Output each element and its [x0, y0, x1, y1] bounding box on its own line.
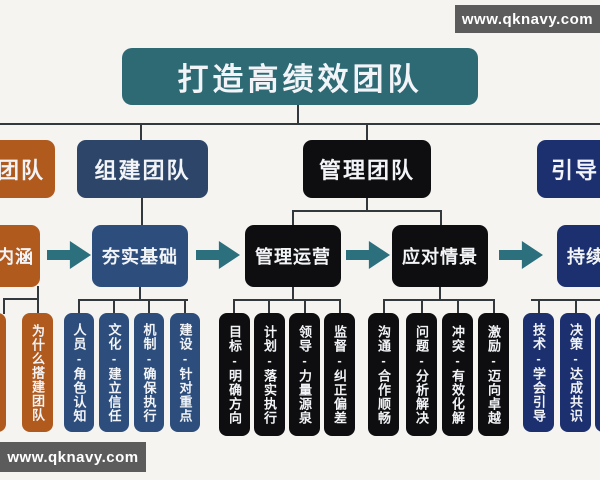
- connector-situation-stub: [440, 210, 442, 226]
- connector-situation-drop: [439, 287, 441, 301]
- leaf-goal-direction: 目标-明确方向: [219, 313, 250, 436]
- connector-foundation-stub-4: [184, 299, 186, 314]
- connector-situation-stub-2: [421, 299, 423, 314]
- connector-root-drop: [297, 105, 299, 124]
- connector-foundation-stub-1: [78, 299, 80, 314]
- leaf-plan-execution: 计划-落实执行: [254, 313, 285, 436]
- arrow-right-icon: [47, 241, 91, 269]
- connector-operation-rail: [233, 299, 341, 301]
- connector-orange-rail: [3, 298, 39, 300]
- stage-situation: 应对情景: [392, 225, 488, 287]
- watermark-bottom-left: www.qknavy.com: [0, 442, 146, 472]
- stage-connotation: 内涵: [0, 225, 40, 287]
- connector-foundation-stub-3: [148, 299, 150, 314]
- connector-operation-stub-3: [304, 299, 306, 314]
- watermark-top-right: www.qknavy.com: [455, 5, 600, 33]
- leaf-supervision-correction: 监督-纠正偏差: [324, 313, 355, 436]
- leaf-orange-partial: [0, 313, 6, 432]
- connector-guide-stub-2: [575, 299, 577, 314]
- leaf-leadership-power: 领导-力量源泉: [289, 313, 320, 436]
- leaf-skill-guidance: 技术-学会引导: [523, 313, 554, 432]
- connector-build-foundation: [141, 198, 143, 226]
- connector-operation-stub-4: [339, 299, 341, 314]
- connector-manage-stub: [366, 123, 368, 141]
- connector-connotation-drop: [37, 286, 39, 314]
- connector-situation-stub-4: [493, 299, 495, 314]
- leaf-culture-trust: 文化-建立信任: [99, 313, 129, 432]
- leaf-communication-cooperation: 沟通-合作顺畅: [368, 313, 399, 436]
- connector-situation-stub-1: [383, 299, 385, 314]
- leaf-conflict-resolution: 冲突-有效化解: [442, 313, 473, 436]
- arrow-right-icon: [346, 241, 390, 269]
- branch-manage-team: 管理团队: [303, 140, 431, 198]
- leaf-problem-solving: 问题-分析解决: [406, 313, 437, 436]
- leaf-personnel-role: 人员-角色认知: [64, 313, 94, 432]
- connector-foundation-rail: [78, 299, 188, 301]
- branch-guide-team: 引导: [537, 140, 600, 198]
- connector-foundation-stub-2: [113, 299, 115, 314]
- connector-level2-rail: [0, 123, 600, 125]
- leaf-why-build-team: 为什么搭建团队: [22, 313, 53, 432]
- connector-build-stub: [140, 123, 142, 141]
- connector-situation-rail: [383, 299, 495, 301]
- connector-operation-stub-2: [268, 299, 270, 314]
- root-node: 打造高绩效团队: [122, 48, 478, 105]
- leaf-motivation-excellence: 激励-迈向卓越: [478, 313, 509, 436]
- connector-operation-stub: [292, 210, 294, 226]
- stage-operation: 管理运营: [245, 225, 341, 287]
- connector-orange-left-stub: [3, 298, 5, 314]
- arrow-right-icon: [196, 241, 240, 269]
- leaf-mechanism-execution: 机制-确保执行: [134, 313, 164, 432]
- branch-left-partial: 团队: [0, 140, 55, 198]
- connector-manage-rail: [292, 210, 442, 212]
- connector-guide-rail: [531, 299, 600, 301]
- leaf-blue-partial: [595, 313, 600, 432]
- connector-manage-drop: [366, 198, 368, 211]
- connector-foundation-drop: [139, 287, 141, 301]
- connector-operation-stub-1: [233, 299, 235, 314]
- stage-sustain: 持续: [557, 225, 600, 287]
- arrow-right-icon: [499, 241, 543, 269]
- leaf-build-focus: 建设-针对重点: [170, 313, 200, 432]
- branch-build-team: 组建团队: [77, 140, 208, 198]
- leaf-decision-consensus: 决策-达成共识: [560, 313, 591, 432]
- connector-guide-stub-1: [538, 299, 540, 314]
- connector-situation-stub-3: [457, 299, 459, 314]
- stage-foundation: 夯实基础: [92, 225, 188, 287]
- connector-operation-drop: [292, 287, 294, 301]
